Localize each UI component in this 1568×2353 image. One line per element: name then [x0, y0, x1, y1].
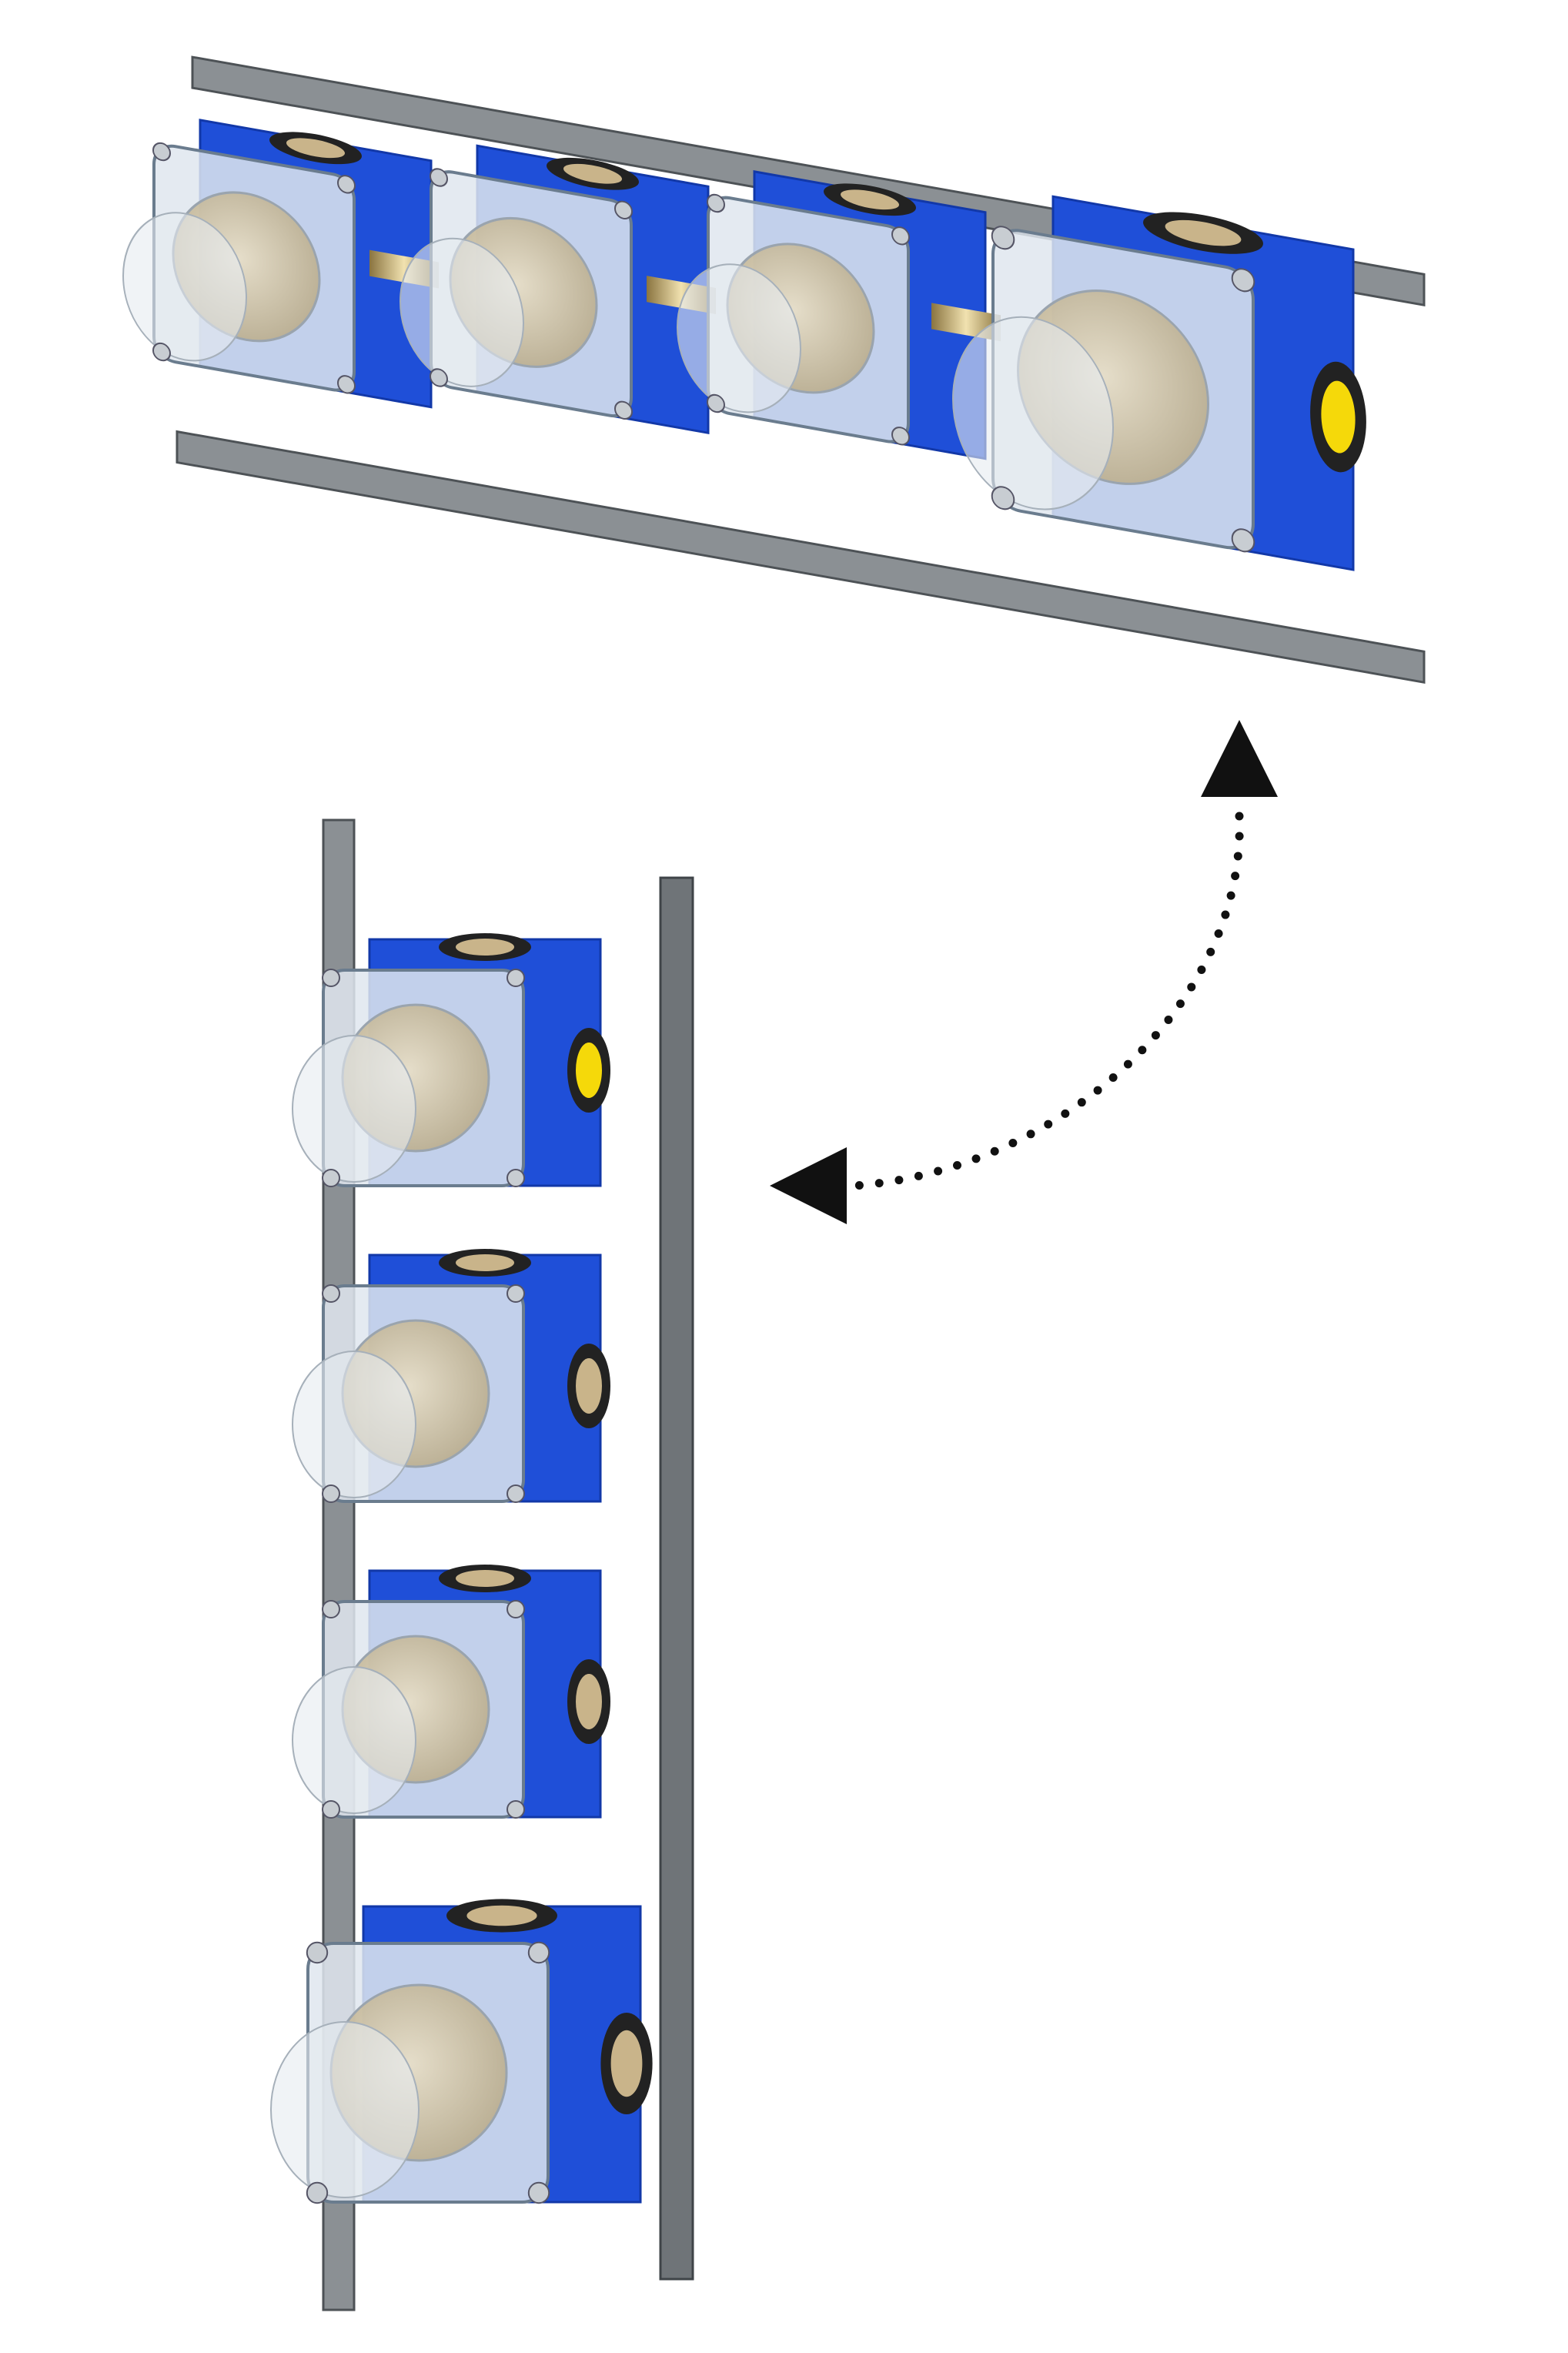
screw-icon	[322, 1800, 340, 1819]
screw-icon	[337, 375, 356, 394]
screw-icon	[507, 1600, 525, 1618]
right-rail	[659, 876, 694, 2281]
screw-icon	[991, 226, 1015, 250]
vertical-assembly	[270, 818, 694, 2311]
valve-module	[270, 1899, 653, 2204]
screw-icon	[614, 400, 633, 420]
top-port-thread	[563, 163, 622, 184]
cover-dome	[677, 263, 801, 413]
valve-module	[292, 1249, 610, 1503]
screw-icon	[322, 1284, 340, 1303]
screw-icon	[891, 427, 910, 446]
top-port-thread	[456, 1570, 514, 1587]
screw-icon	[707, 393, 725, 413]
screw-icon	[322, 1484, 340, 1503]
top-port-thread	[456, 939, 514, 956]
screw-icon	[507, 969, 525, 987]
valve-module	[677, 170, 987, 460]
cover-dome	[292, 1035, 416, 1183]
screw-icon	[152, 142, 171, 162]
cover-dome	[292, 1351, 416, 1498]
side-port-thread	[576, 1358, 602, 1414]
top-port-thread	[1165, 219, 1242, 246]
warning-sticker	[576, 1043, 602, 1098]
bottom-rail	[176, 430, 1426, 684]
screw-icon	[1231, 268, 1255, 293]
screw-icon	[306, 1941, 329, 1964]
screw-icon	[527, 1941, 550, 1964]
screw-icon	[614, 200, 633, 220]
valve-module	[292, 1565, 610, 1819]
cover-dome	[122, 212, 247, 362]
side-port-thread	[576, 1674, 602, 1729]
warning-sticker	[1321, 380, 1356, 454]
cover-dome	[400, 237, 524, 387]
cover-dome	[292, 1666, 416, 1814]
horizontal-assembly	[122, 55, 1426, 684]
screw-icon	[322, 1169, 340, 1187]
top-port-thread	[466, 1905, 537, 1926]
arrowhead-up	[1201, 720, 1278, 797]
valve-module	[952, 195, 1366, 571]
screw-icon	[527, 2181, 550, 2204]
screw-icon	[322, 969, 340, 987]
dotted-curve	[850, 812, 1244, 1190]
rotation-arrow	[770, 720, 1278, 1224]
cover-dome	[270, 2021, 420, 2198]
valve-module	[400, 144, 710, 434]
cover-dome	[952, 316, 1114, 510]
screw-icon	[991, 486, 1015, 510]
screw-icon	[1231, 528, 1255, 553]
top-port-thread	[841, 189, 899, 210]
screw-icon	[707, 193, 725, 213]
screw-icon	[430, 168, 448, 187]
top-port-thread	[286, 138, 345, 159]
screw-icon	[306, 2181, 329, 2204]
screw-icon	[507, 1169, 525, 1187]
valve-module	[292, 933, 610, 1187]
screw-icon	[337, 175, 356, 194]
screw-icon	[891, 226, 910, 246]
side-port-thread	[610, 2030, 643, 2097]
top-port-thread	[456, 1254, 514, 1271]
valve-module	[122, 119, 433, 409]
screw-icon	[152, 342, 171, 362]
screw-icon	[507, 1800, 525, 1819]
screw-icon	[507, 1284, 525, 1303]
screw-icon	[507, 1484, 525, 1503]
screw-icon	[430, 368, 448, 387]
arrowhead-left	[770, 1147, 847, 1224]
screw-icon	[322, 1600, 340, 1618]
